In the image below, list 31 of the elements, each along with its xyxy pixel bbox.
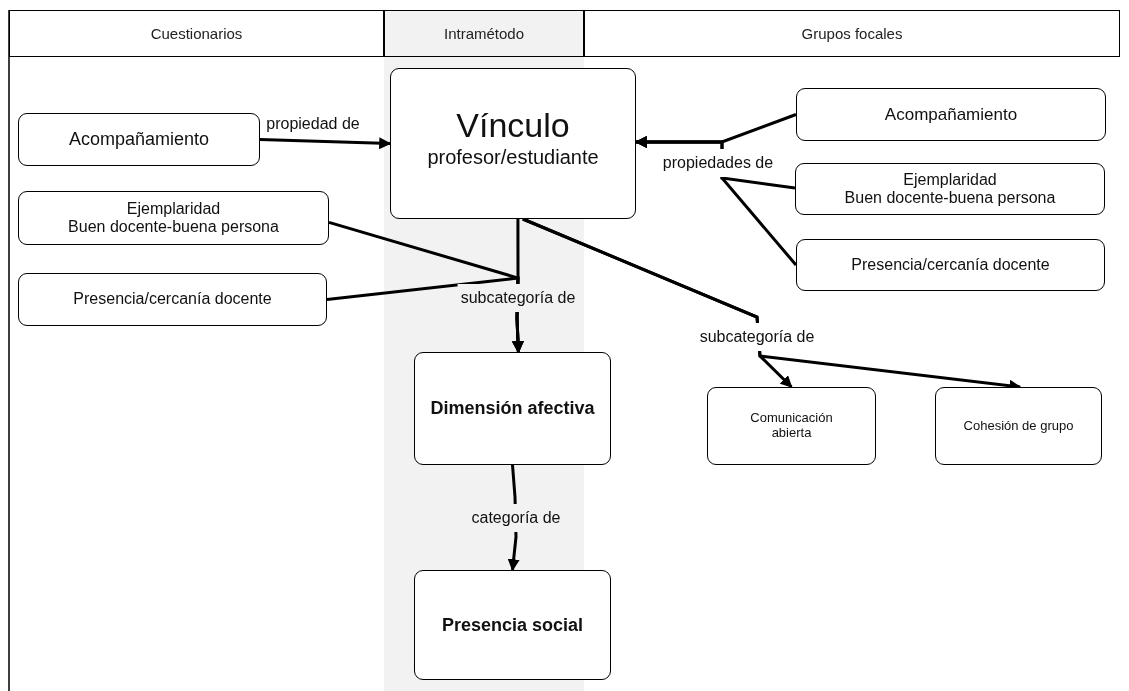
property-box <box>18 273 327 326</box>
property-box <box>796 239 1105 291</box>
concept-box <box>390 68 636 219</box>
node-text: Acompañamiento <box>884 104 1018 125</box>
connector-arrow <box>634 136 798 266</box>
node-text: Buen docente-buena persona <box>844 189 1056 208</box>
property-box <box>935 387 1102 465</box>
node-title: Ejemplaridad <box>903 170 997 189</box>
node-text: Presencia social <box>441 614 584 636</box>
node-text: Cohesión de grupo <box>963 418 1074 434</box>
node-title: Vínculo <box>456 106 570 146</box>
node-text: Presencia/cercanía docente <box>851 255 1050 275</box>
connector-arrow <box>326 276 524 354</box>
node-text: profesor/estudiante <box>427 145 599 169</box>
node-text: Presencia/cercanía docente <box>73 290 272 309</box>
property-box <box>707 387 876 465</box>
property-box <box>796 88 1106 141</box>
property-box <box>795 163 1105 215</box>
property-box <box>18 191 329 245</box>
node-text: Dimensión afectiva <box>430 398 595 419</box>
property-box <box>18 113 260 166</box>
column-header: Grupos focales <box>584 10 1120 57</box>
connector-arrow <box>259 137 392 150</box>
category-box <box>414 352 611 465</box>
column-header: Cuestionarios <box>9 10 384 57</box>
node-text: Comunicación abierta <box>749 411 834 441</box>
node-title: Ejemplaridad <box>126 199 221 218</box>
node-text: Buen docente-buena persona <box>68 218 279 237</box>
node-text: Acompañamiento <box>68 129 210 150</box>
column-header: Intramétodo <box>384 10 584 57</box>
category-box <box>414 570 611 680</box>
